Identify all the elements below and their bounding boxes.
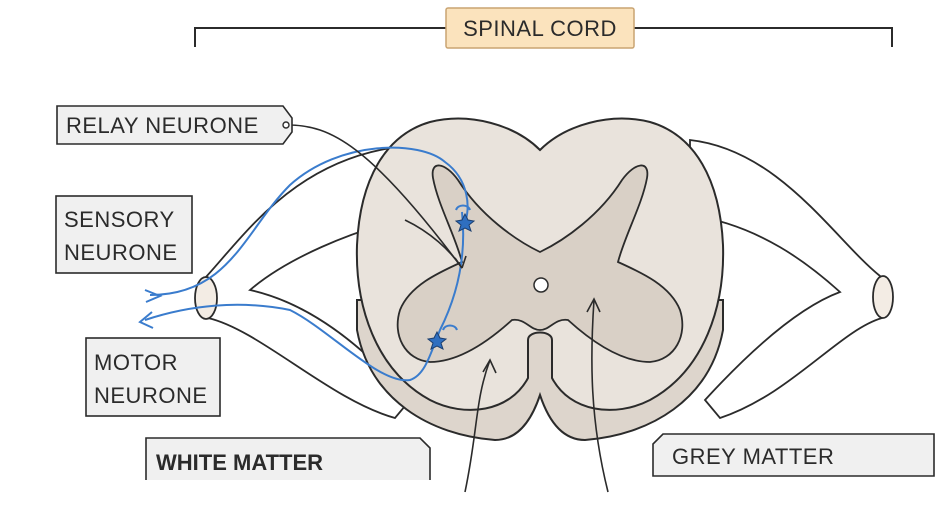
title-bracket <box>194 27 893 47</box>
grey-matter-label: GREY MATTER <box>652 433 935 477</box>
motor-neurone-line1: MOTOR <box>94 350 178 375</box>
pointer-lines <box>287 124 609 493</box>
motor-neurone-line2: NEURONE <box>94 383 208 408</box>
motor-neurone-label: MOTOR NEURONE <box>85 337 221 417</box>
grey-matter-text: GREY MATTER <box>672 444 834 469</box>
white-matter-label: WHITE MATTER <box>145 437 431 480</box>
central-canal <box>533 277 549 293</box>
sensory-neurone-line1: SENSORY <box>64 207 175 232</box>
right-spinal-nerve <box>689 138 894 420</box>
relay-neurone-text: RELAY NEURONE <box>66 113 259 138</box>
relay-neurone-label: RELAY NEURONE <box>56 105 293 145</box>
grey-matter <box>396 164 684 363</box>
motor-neurone-path <box>138 204 471 382</box>
sensory-neurone-line2: NEURONE <box>64 240 178 265</box>
title-box: SPINAL CORD <box>445 7 635 49</box>
sensory-neurone-path <box>144 146 469 303</box>
white-matter-text: WHITE MATTER <box>156 450 323 475</box>
diagram-title: SPINAL CORD <box>463 16 617 41</box>
sensory-neurone-label: SENSORY NEURONE <box>55 195 193 274</box>
synapse-star-upper <box>454 212 476 232</box>
synapse-star-lower <box>426 330 448 350</box>
